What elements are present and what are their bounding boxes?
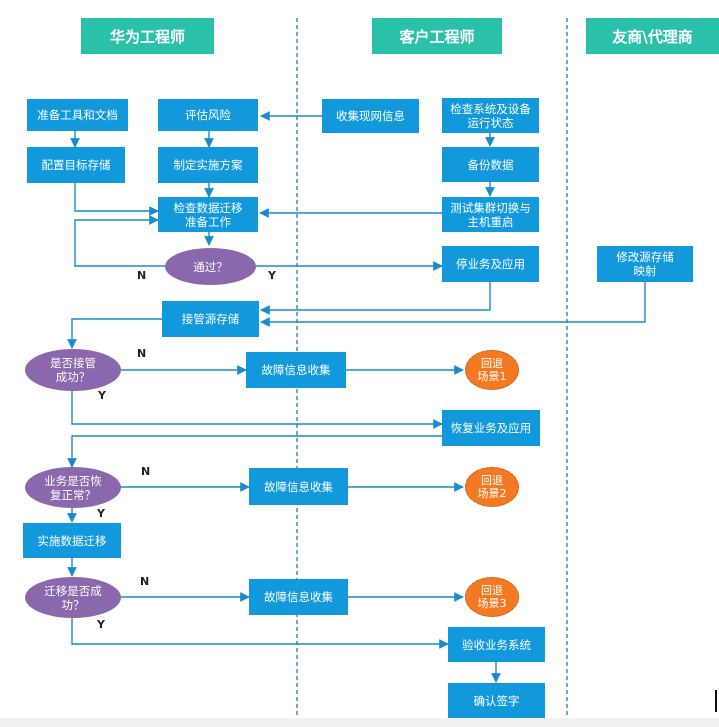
node-test-cluster: 测试集群切换与 主机重启 <box>442 197 539 232</box>
node-rollback-2-line1: 回退 <box>481 474 503 487</box>
decision-migration-line1: 迁移是否成 <box>44 583 102 598</box>
decision-restore: 业务是否恢 复正常？ <box>25 467 121 508</box>
node-rollback-3-line1: 回退 <box>481 584 503 597</box>
decision-restore-line2: 复正常？ <box>50 487 96 502</box>
footer-bar <box>0 718 719 727</box>
decision-takeover-line1: 是否接管 <box>50 356 96 370</box>
node-test-cluster-line1: 测试集群切换与 <box>450 200 531 215</box>
node-rollback-2: 回退 场景2 <box>465 467 519 507</box>
node-stop-services: 停业务及应用 <box>442 246 539 282</box>
node-fault-collect-3: 故障信息收集 <box>249 579 348 615</box>
node-assess-risk: 评估风险 <box>158 99 258 131</box>
decision-takeover: 是否接管 成功？ <box>25 349 121 391</box>
node-backup-data: 备份数据 <box>442 147 539 182</box>
node-modify-mapping: 修改源存储 映射 <box>597 246 693 282</box>
node-prepare-tools: 准备工具和文档 <box>27 99 128 131</box>
node-config-target-storage: 配置目标存储 <box>27 147 125 183</box>
node-check-migration-line2: 准备工作 <box>185 214 231 229</box>
node-modify-mapping-line1: 修改源存储 <box>616 250 674 264</box>
node-collect-network-info: 收集现网信息 <box>322 99 419 133</box>
node-fault-collect-1: 故障信息收集 <box>246 352 346 388</box>
edge-restore-to-decision <box>67 435 491 468</box>
node-check-system-line1: 检查系统及设备 <box>450 101 531 116</box>
node-takeover-storage: 接管源存储 <box>162 301 259 337</box>
node-check-migration-line1: 检查数据迁移 <box>173 200 243 215</box>
decision-restore-line1: 业务是否恢 <box>44 473 102 488</box>
node-rollback-1-line1: 回退 <box>481 357 503 370</box>
label-migration-no: N <box>140 575 150 588</box>
lane-header-customer: 客户工程师 <box>372 18 502 54</box>
node-rollback-3: 回退 场景3 <box>465 577 519 617</box>
node-check-system: 检查系统及设备 运行状态 <box>442 98 539 133</box>
edge-takeover-yes <box>71 390 443 429</box>
node-restore-services: 恢复业务及应用 <box>442 410 540 446</box>
edge-modify-to-takeover <box>260 282 646 327</box>
node-make-plan: 制定实施方案 <box>158 147 258 183</box>
node-accept-system: 验收业务系统 <box>448 627 545 662</box>
lane-header-partner: 友商\代理商 <box>586 18 719 54</box>
edge-stop-to-takeover <box>260 282 491 315</box>
label-pass-no: N <box>137 269 147 282</box>
edge-pass-no-loop <box>74 215 165 267</box>
decision-migration: 迁移是否成 功？ <box>25 577 121 618</box>
edge-migration-yes <box>71 618 449 649</box>
lane-header-huawei: 华为工程师 <box>81 18 214 54</box>
decision-migration-line2: 功？ <box>61 597 85 612</box>
cursor-mark <box>715 690 717 712</box>
node-check-system-line2: 运行状态 <box>467 115 514 130</box>
label-takeover-yes: Y <box>98 389 106 402</box>
node-test-cluster-line2: 主机重启 <box>467 214 514 229</box>
node-rollback-3-line2: 场景3 <box>477 597 507 610</box>
label-restore-no: N <box>141 465 151 478</box>
node-check-migration: 检查数据迁移 准备工作 <box>158 197 258 232</box>
label-migration-yes: Y <box>97 618 105 631</box>
edge-config-to-check <box>74 183 159 216</box>
edge-takeover-to-decision <box>67 318 162 349</box>
node-implement-migration: 实施数据迁移 <box>23 523 121 558</box>
node-modify-mapping-line2: 映射 <box>633 264 657 278</box>
node-rollback-1-line2: 场景1 <box>477 370 507 383</box>
node-rollback-2-line2: 场景2 <box>477 487 507 500</box>
decision-takeover-line2: 成功？ <box>55 370 91 384</box>
label-takeover-no: N <box>137 347 147 360</box>
node-fault-collect-2: 故障信息收集 <box>249 468 348 505</box>
decision-pass: 通过？ <box>165 248 256 285</box>
node-rollback-1: 回退 场景1 <box>465 350 519 390</box>
node-confirm-sign: 确认签字 <box>448 683 545 718</box>
label-pass-yes: Y <box>268 269 276 282</box>
label-restore-yes: Y <box>97 507 105 520</box>
